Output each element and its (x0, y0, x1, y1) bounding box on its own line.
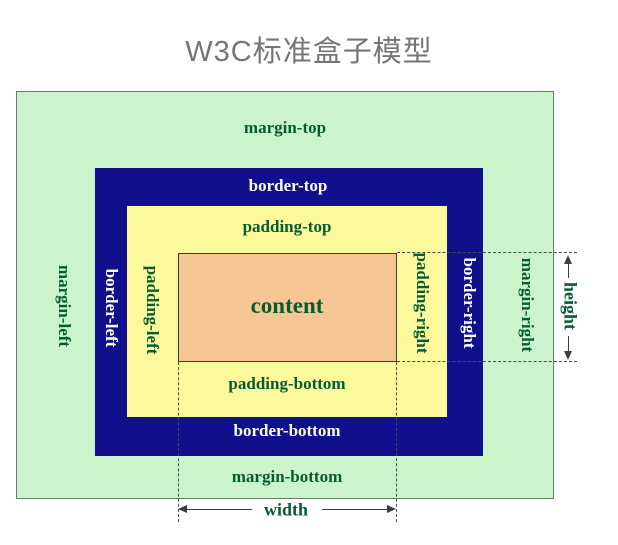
margin-left-label: margin-left (55, 264, 74, 348)
page-title: W3C标准盒子模型 (185, 36, 433, 68)
margin-bottom-label: margin-bottom (231, 467, 343, 486)
border-top-label: border-top (248, 176, 328, 195)
width-extension-line-right (396, 362, 397, 522)
width-dimension-label: width (263, 499, 309, 520)
padding-right-label: padding-right (413, 252, 432, 354)
margin-right-label: margin-right (518, 257, 537, 353)
content-label: content (250, 293, 324, 318)
border-bottom-label: border-bottom (233, 421, 341, 440)
width-arrow-right-icon (387, 505, 396, 513)
height-dimension-line-bottom (568, 336, 570, 351)
border-right-label: border-right (460, 257, 479, 349)
width-dimension-line-right (322, 509, 388, 511)
height-dimension-label: height (560, 281, 581, 331)
content-box (178, 253, 397, 362)
padding-left-label: padding-left (143, 265, 162, 355)
height-arrow-up-icon (564, 255, 572, 264)
padding-top-label: padding-top (242, 217, 332, 236)
width-extension-line-left (178, 362, 179, 522)
margin-top-label: margin-top (243, 118, 327, 137)
height-extension-line-bottom (397, 361, 577, 362)
padding-bottom-label: padding-bottom (228, 374, 346, 393)
width-arrow-left-icon (178, 505, 187, 513)
height-dimension-line-top (568, 263, 570, 278)
width-dimension-line-left (186, 509, 252, 511)
border-left-label: border-left (102, 268, 121, 348)
height-arrow-down-icon (564, 351, 572, 360)
height-extension-line-top (397, 252, 577, 253)
